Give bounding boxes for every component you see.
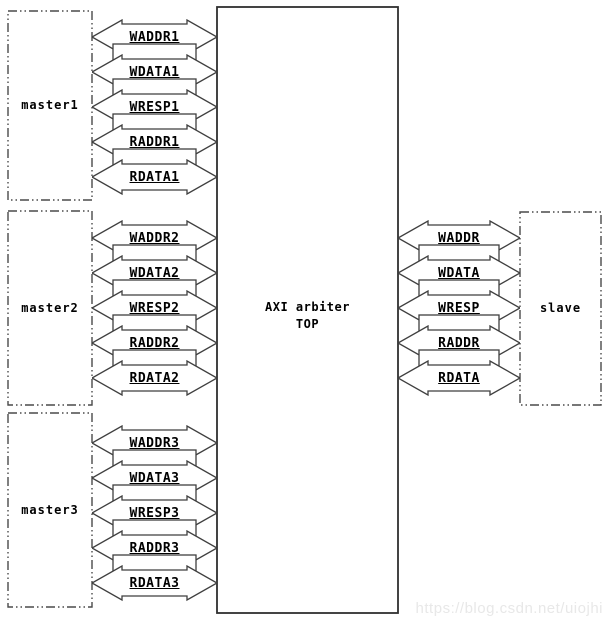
- channel-label: RADDR3: [129, 541, 180, 556]
- channel-arrow-WRESP1: [92, 89, 217, 131]
- channel-arrow-WDATA2: [92, 255, 217, 297]
- channel-label: WDATA: [438, 266, 480, 281]
- arbiter-title-line2: TOP: [295, 317, 320, 331]
- channel-arrow-RADDR1: [92, 124, 217, 166]
- channel-label: WRESP3: [129, 506, 180, 521]
- channel-label: WRESP: [438, 301, 480, 316]
- watermark-text: https://blog.csdn.net/uiojhi: [415, 600, 603, 617]
- channel-label: WADDR1: [129, 30, 180, 45]
- channel-arrow-WDATA1: [92, 54, 217, 96]
- channel-label: RDATA: [438, 371, 480, 386]
- channel-arrow-RADDR: [398, 325, 520, 367]
- channel-arrow-WADDR1: [92, 19, 217, 61]
- channel-arrow-WDATA3: [92, 460, 217, 502]
- double-arrow-shape: [92, 360, 217, 397]
- channel-label: WDATA3: [129, 471, 180, 486]
- master3-box-label: master3: [21, 503, 79, 517]
- channel-arrow-RDATA3: [92, 565, 217, 602]
- arbiter-title-line1: AXI arbiter: [265, 300, 350, 314]
- arbiter-title: AXI arbiter TOP: [217, 299, 398, 333]
- channel-arrow-RDATA: [398, 360, 520, 397]
- channel-label: RADDR1: [129, 135, 180, 150]
- channel-label: WADDR2: [129, 231, 180, 246]
- channel-label: RADDR: [438, 336, 480, 351]
- slave-box-label: slave: [539, 301, 582, 315]
- arbiter-box: [216, 6, 399, 614]
- master1-box: [7, 10, 93, 201]
- channel-label: WRESP1: [129, 100, 180, 115]
- double-arrow-shape: [92, 159, 217, 196]
- channel-arrow-WADDR: [398, 220, 520, 262]
- double-arrow-shape: [398, 360, 520, 397]
- channel-label: RDATA3: [129, 576, 180, 591]
- channel-arrow-WRESP2: [92, 290, 217, 332]
- channel-arrow-RDATA2: [92, 360, 217, 397]
- double-arrow-shape: [92, 565, 217, 602]
- channel-arrow-WADDR2: [92, 220, 217, 262]
- master3-box: [7, 412, 93, 608]
- master1-box-label: master1: [21, 98, 79, 112]
- channel-label: WADDR: [438, 231, 480, 246]
- channel-label: WRESP2: [129, 301, 180, 316]
- channel-label: WDATA1: [129, 65, 180, 80]
- channel-label: RDATA2: [129, 371, 180, 386]
- channel-arrow-RDATA1: [92, 159, 217, 196]
- channel-label: RADDR2: [129, 336, 180, 351]
- channel-arrow-WRESP3: [92, 495, 217, 537]
- channel-label: WDATA2: [129, 266, 180, 281]
- channel-arrow-WRESP: [398, 290, 520, 332]
- channel-arrow-RADDR2: [92, 325, 217, 367]
- channel-label: WADDR3: [129, 436, 180, 451]
- master2-box-label: master2: [21, 301, 79, 315]
- channel-arrow-WDATA: [398, 255, 520, 297]
- channel-arrow-WADDR3: [92, 425, 217, 467]
- channel-label: RDATA1: [129, 170, 180, 185]
